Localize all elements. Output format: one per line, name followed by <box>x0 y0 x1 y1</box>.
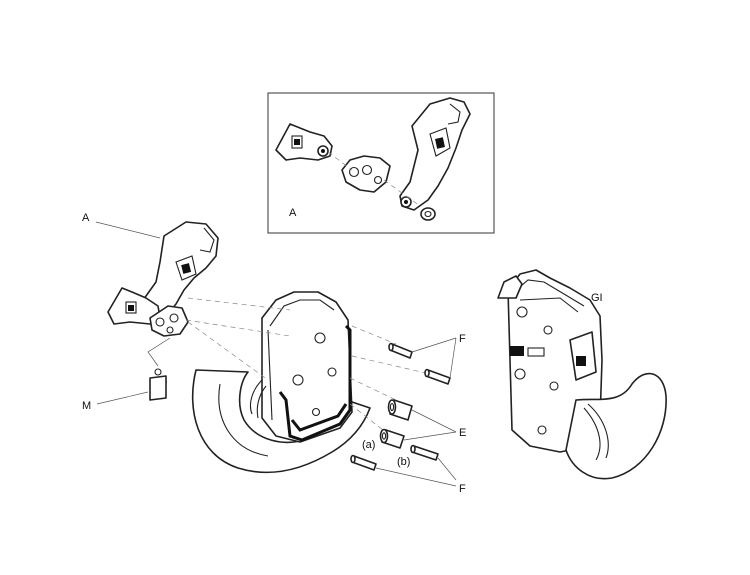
inset-link-plate <box>341 155 391 193</box>
label-gi: GI <box>591 292 603 304</box>
label-a: A <box>82 212 90 224</box>
pin-f-upper-2 <box>424 368 451 385</box>
wear-strip-inner <box>290 403 348 432</box>
bushing-e-lower <box>379 428 405 449</box>
bushing-e-upper <box>387 399 413 421</box>
inset-pawl-part <box>275 123 333 161</box>
pin-f-upper-1 <box>388 342 413 359</box>
label-sub-a: (a) <box>362 439 375 451</box>
lower-hook-left <box>191 369 371 474</box>
inset-frame <box>267 92 495 234</box>
label-f-bottom: F <box>459 483 466 495</box>
inset-panel: A <box>267 92 495 234</box>
wear-strip-outline <box>278 324 352 442</box>
label-sub-b: (b) <box>397 456 410 468</box>
label-m: M <box>82 400 91 412</box>
hook-gi-assembled <box>497 269 667 480</box>
inset-bushing <box>420 207 436 221</box>
pin-f-lower-b <box>410 444 439 461</box>
latch-assembly-a <box>107 221 219 337</box>
lower-hook-plate <box>249 291 353 443</box>
label-e: E <box>459 427 466 439</box>
inset-latch-hook <box>399 97 471 211</box>
inset-label-a: A <box>289 207 297 219</box>
label-f-top: F <box>459 333 466 345</box>
pin-f-lower-a <box>350 454 377 471</box>
spring-m <box>149 368 168 401</box>
